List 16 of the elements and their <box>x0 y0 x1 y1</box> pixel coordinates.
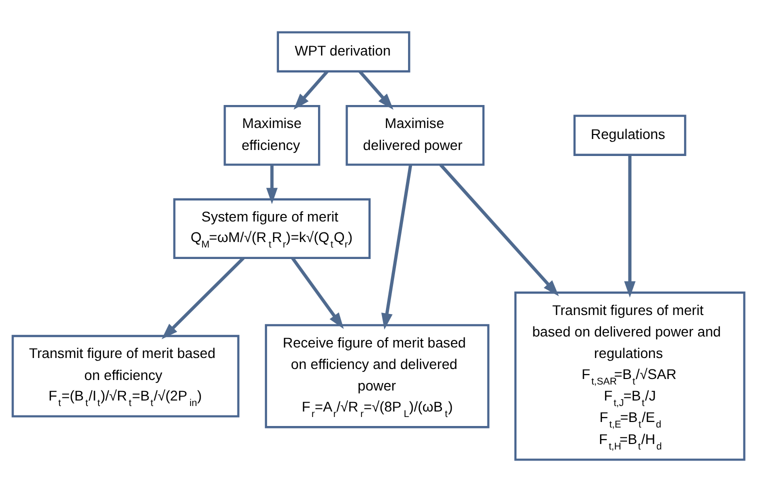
arrow <box>624 154 636 298</box>
node-box: Transmit figures of merit based on delivered power and regulations F$_{t,SAR}$=B$_{t}$/√SAR F$_{t,J}$=B$_{t}$/J F$_{t,E}$=B$_{t}$/E$_{d}$ F$_{t,H}$=B$_{t}$/H$_{d}$ <box>514 291 746 460</box>
node-box: Maximise delivered power <box>346 104 485 166</box>
arrow <box>162 256 244 339</box>
node-box: System figure of merit Q$_{M}$=ωM/√(R$_{t}$R$_{r}$)=k√(Q$_{t}$Q$_{r}$) <box>173 198 371 259</box>
node-box: Receive figure of merit based on efficiency and delivered power F$_{r}$=A$_{r}$/√R$_{r}$=√(8P$_{L}$)/(ωB$_{t}$) <box>264 324 490 428</box>
node-box: Maximise efficiency <box>224 104 320 166</box>
node-box: Regulations <box>573 114 686 156</box>
arrow <box>439 163 559 296</box>
arrow <box>291 256 344 328</box>
arrow <box>294 70 328 110</box>
arrow <box>381 164 412 330</box>
node-box: WPT derivation <box>276 30 410 72</box>
arrow <box>358 70 394 110</box>
arrow <box>266 164 278 204</box>
node-box: Transmit figure of merit based on efficiency F$_{t}$=(B$_{t}$/I$_{t}$)/√R$_{t}$=B$_{t}$/√(2P$_{in}$) <box>12 334 240 417</box>
